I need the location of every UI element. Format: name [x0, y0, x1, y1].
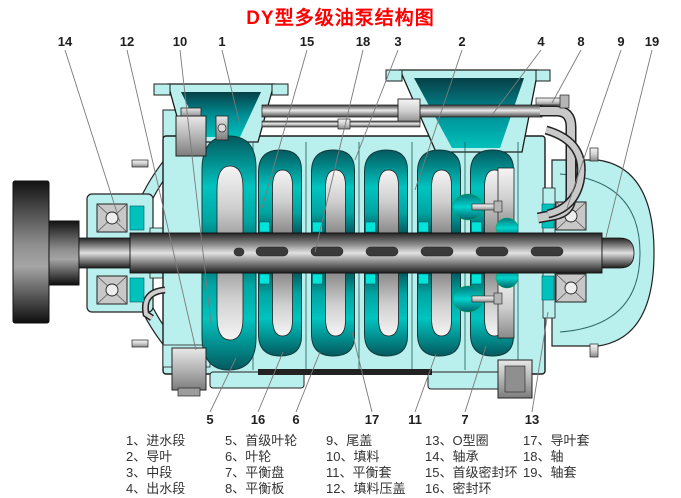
callout-number: 1	[218, 34, 225, 49]
leader-line	[257, 351, 284, 413]
leader-line	[566, 49, 622, 209]
casing-bottom-joint-bar	[258, 369, 432, 375]
pipe-union	[397, 98, 421, 124]
casing-foot-left	[209, 371, 305, 389]
legend-item: 12、填料压盖	[326, 481, 406, 496]
legend-item: 7、平衡盘	[225, 465, 285, 480]
callout-number: 7	[461, 412, 468, 427]
leader-line	[414, 49, 463, 191]
callout-number: 15	[300, 34, 314, 49]
legend-item: 19、轴套	[523, 465, 577, 480]
leader-line	[354, 49, 399, 161]
shaft-left-step	[78, 237, 132, 269]
shaft-assembly	[12, 180, 635, 324]
ball-bearing	[96, 275, 128, 305]
legend-item: 2、导叶	[126, 449, 173, 464]
legend-item: 4、出水段	[126, 481, 186, 496]
callout-number: 17	[365, 412, 379, 427]
callout-number: 18	[356, 34, 370, 49]
legend-item: 16、密封环	[425, 481, 492, 496]
leader-line	[126, 49, 197, 351]
callout-number: 2	[458, 34, 465, 49]
callout-number: 6	[292, 412, 299, 427]
leader-line	[414, 353, 437, 413]
legend-item: 10、填料	[326, 449, 380, 464]
legend-item: 17、导叶套	[523, 433, 590, 448]
leader-line	[221, 49, 241, 126]
leader-line	[314, 49, 364, 253]
ball-bearing	[96, 203, 128, 233]
casing-bolt	[471, 292, 503, 305]
legend-item: 18、轴	[523, 449, 564, 464]
leader-line	[179, 49, 213, 333]
packing-gland-bottom-left	[171, 347, 207, 397]
legend-item: 13、O型圈	[425, 433, 489, 448]
callouts: 14 12 10 1 15 18 3 2 4 8 9 19 5 16 6 17 11 7 13	[58, 34, 659, 427]
leader-line	[64, 49, 121, 223]
callout-number: 13	[525, 412, 539, 427]
right-cap-inner-arc	[559, 173, 641, 333]
legend-item: 3、中段	[126, 465, 173, 480]
leader-line	[295, 351, 321, 413]
pipe-hook-fill	[545, 127, 585, 217]
callout-number: 4	[537, 34, 545, 49]
casing-bolt	[471, 200, 503, 213]
leader-line	[209, 357, 237, 413]
balance-plate-stud	[535, 94, 570, 109]
packing-glands	[141, 107, 533, 399]
legend-item: 15、首级密封环	[425, 465, 518, 480]
drain-pipe-left-fill	[143, 288, 166, 320]
legend-item: 1、进水段	[126, 433, 186, 448]
callout-number: 8	[577, 34, 584, 49]
callout-number: 12	[120, 34, 134, 49]
shaft-tail	[601, 237, 635, 269]
page-title: DY型多级油泵结构图	[246, 8, 435, 29]
callout-number: 3	[394, 34, 401, 49]
shaft-keyways	[233, 246, 564, 257]
legend-item: 9、尾盖	[326, 433, 373, 448]
leader-line	[261, 49, 308, 209]
legend-item: 6、叶轮	[225, 449, 272, 464]
legend-item: 11、平衡套	[326, 465, 392, 480]
packing-gland-bottom-right	[497, 359, 533, 399]
coupling-hub	[48, 220, 80, 286]
leader-line	[551, 49, 582, 104]
legend-item: 5、首级叶轮	[225, 433, 298, 448]
callout-number: 5	[206, 412, 213, 427]
callout-number: 16	[251, 412, 265, 427]
housing-bolts	[131, 147, 599, 358]
leader-line	[491, 49, 542, 116]
leader-line	[605, 49, 653, 238]
callout-number: 19	[645, 34, 659, 49]
leader-line	[464, 345, 487, 413]
legend-item: 8、平衡板	[225, 481, 285, 496]
leader-line	[531, 311, 549, 413]
callout-number: 10	[173, 34, 187, 49]
callout-number: 11	[408, 412, 422, 427]
coupling-disc	[12, 180, 50, 324]
rod-coupler	[337, 118, 351, 130]
callout-number: 9	[617, 34, 624, 49]
balance-pipe-assembly	[261, 94, 586, 224]
callout-number: 14	[58, 34, 73, 49]
legend-item: 14、轴承	[425, 449, 479, 464]
ball-bearing	[555, 273, 587, 303]
leader-line	[351, 331, 373, 413]
